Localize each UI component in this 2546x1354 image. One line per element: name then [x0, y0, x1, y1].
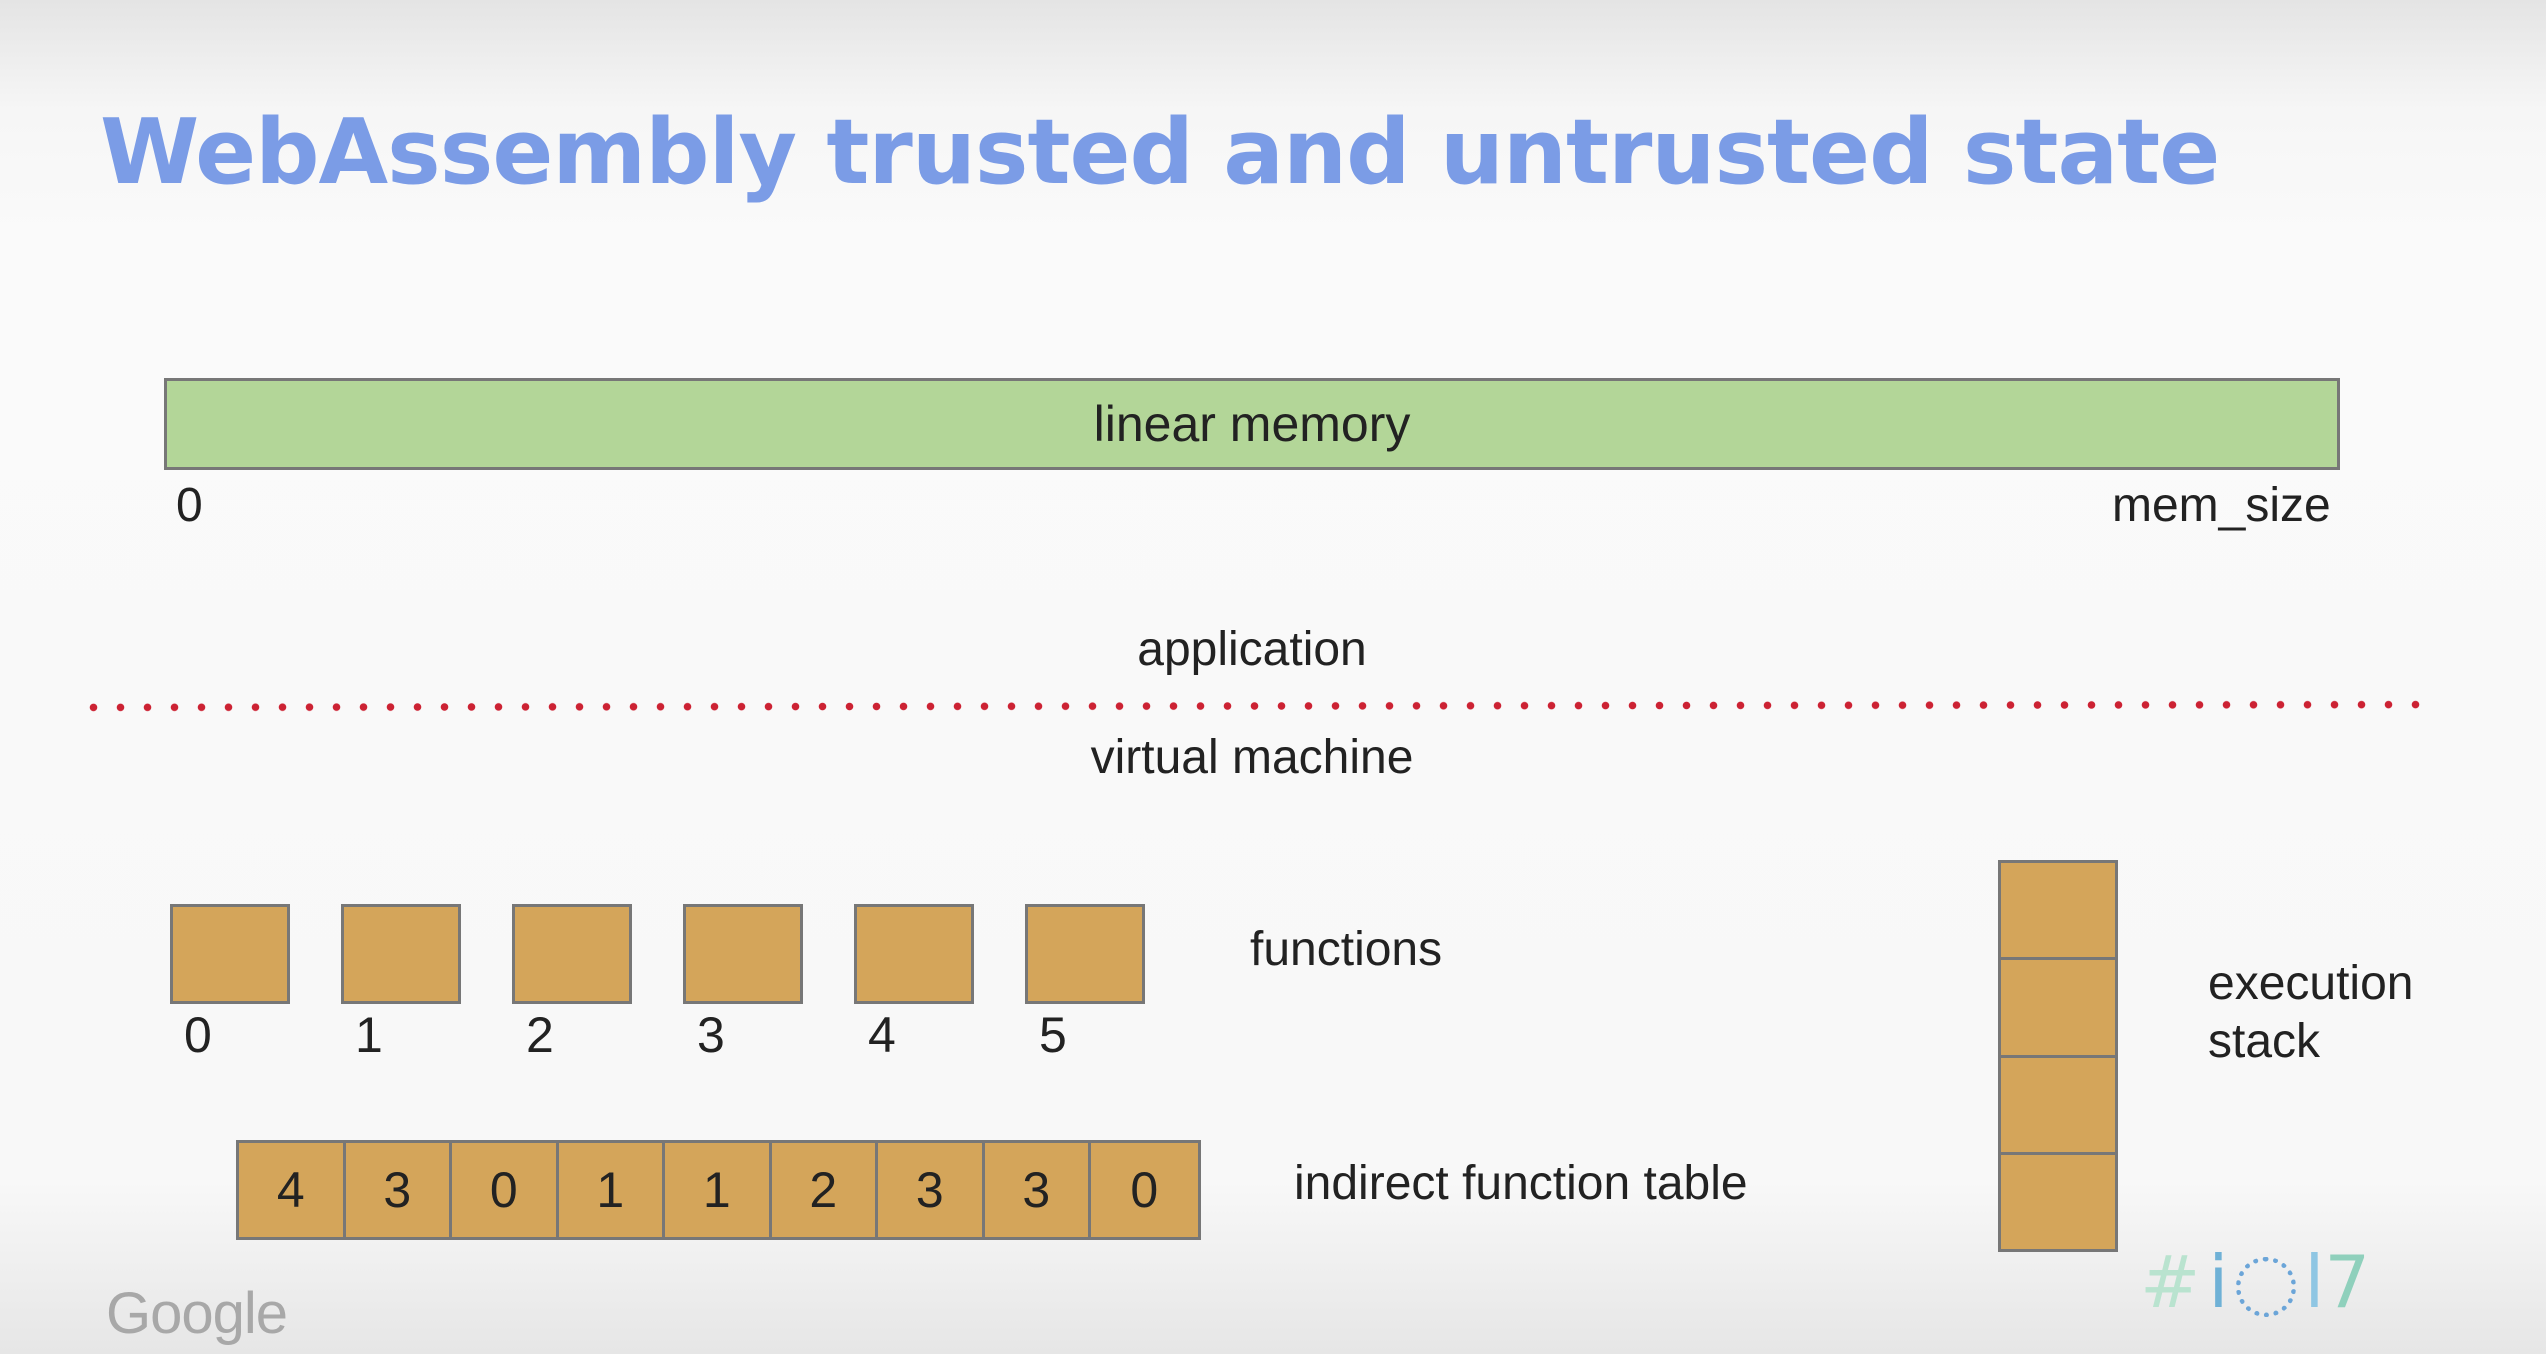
function-index: 4	[868, 1007, 896, 1063]
linear-memory-label: linear memory	[1093, 396, 1411, 452]
table-cell: 0	[452, 1143, 559, 1237]
io17-seven: 7	[2324, 1240, 2371, 1324]
memory-start-label: 0	[176, 479, 203, 532]
indirect-function-table-label: indirect function table	[1294, 1157, 1748, 1210]
table-cell: 3	[346, 1143, 452, 1237]
function-box	[683, 904, 803, 1004]
indirect-function-table: 4 3 0 1 1 2 3 3 0	[236, 1140, 1201, 1240]
function-index: 5	[1039, 1007, 1067, 1063]
function-box	[341, 904, 461, 1004]
io17-o-icon	[2236, 1257, 2297, 1318]
execution-stack	[1998, 860, 2118, 1252]
stack-slot	[2001, 1155, 2115, 1249]
execution-stack-label-line1: execution	[2208, 957, 2414, 1010]
execution-stack-label-line2: stack	[2208, 1015, 2321, 1068]
virtual-machine-label: virtual machine	[1090, 731, 1414, 784]
function-index: 1	[355, 1007, 383, 1063]
functions-label: functions	[1250, 923, 1443, 976]
function-box	[1025, 904, 1145, 1004]
function-box	[512, 904, 632, 1004]
table-cell: 1	[665, 1143, 772, 1237]
table-cell: 3	[878, 1143, 985, 1237]
application-label: application	[1137, 623, 1367, 676]
table-cell: 3	[985, 1143, 1091, 1237]
table-cell: 1	[559, 1143, 665, 1237]
stack-slot	[2001, 960, 2115, 1058]
table-cell: 4	[239, 1143, 346, 1237]
function-box	[854, 904, 974, 1004]
io17-hash: #	[2140, 1240, 2201, 1324]
function-index: 0	[184, 1007, 212, 1063]
table-cell: 2	[772, 1143, 878, 1237]
function-index: 2	[526, 1007, 554, 1063]
table-cell: 0	[1130, 1162, 1159, 1218]
google-logo: Google	[106, 1281, 288, 1346]
trust-boundary-divider	[79, 700, 2437, 712]
slide-title: WebAssembly trusted and untrusted state	[100, 100, 2220, 205]
memory-end-label: mem_size	[2112, 479, 2331, 532]
linear-memory-bar: linear memory	[164, 378, 2340, 470]
io17-i: i	[2208, 1240, 2229, 1324]
function-box	[170, 904, 290, 1004]
stack-slot	[2001, 863, 2115, 961]
stack-slot	[2001, 1058, 2115, 1155]
io17-one: l	[2304, 1240, 2325, 1324]
function-index: 3	[697, 1007, 725, 1063]
